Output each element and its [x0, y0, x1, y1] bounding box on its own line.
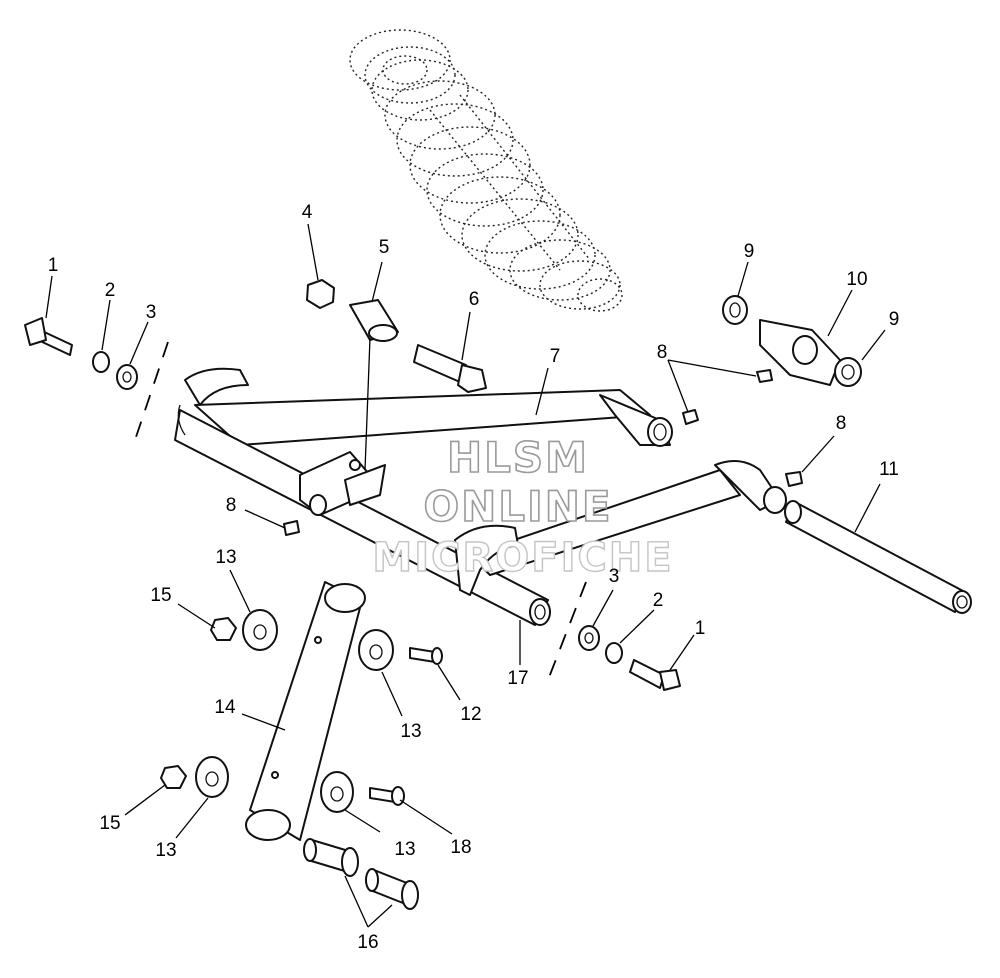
washer-13a — [242, 609, 278, 651]
link-14 — [245, 581, 366, 841]
bushing-16a — [303, 838, 359, 877]
bolt-1-left — [24, 317, 73, 356]
callout-numbers: 1 2 3 4 5 6 7 8 8 8 9 9 10 11 12 13 13 1… — [48, 202, 900, 953]
nut-4 — [306, 279, 335, 309]
callout-6: 6 — [469, 289, 480, 310]
callout-8-top: 8 — [657, 342, 668, 363]
callout-15-bottom: 15 — [99, 813, 120, 834]
callout-5: 5 — [379, 237, 390, 258]
callout-14: 14 — [214, 697, 236, 718]
callout-1-right: 1 — [695, 618, 706, 639]
callout-18: 18 — [450, 837, 471, 858]
callout-11: 11 — [879, 459, 899, 480]
callout-1-left: 1 — [48, 255, 59, 276]
axle-tube-11 — [784, 500, 972, 614]
callout-17: 17 — [507, 668, 528, 689]
watermark-line2: ONLINE — [423, 482, 612, 531]
loop-handle — [454, 524, 519, 596]
callout-3-right: 3 — [609, 566, 620, 587]
callout-2-left: 2 — [105, 280, 116, 301]
callout-12: 12 — [460, 704, 481, 725]
bolt-1-right — [629, 659, 681, 691]
callout-13-bottom-right: 13 — [394, 839, 415, 860]
lower-arm — [469, 460, 787, 576]
washer-13b — [358, 629, 394, 671]
callout-8-right: 8 — [836, 413, 847, 434]
callout-13-top: 13 — [215, 547, 236, 568]
pivot-bracket — [299, 451, 386, 516]
washer-2-left — [92, 351, 110, 373]
callout-4: 4 — [302, 202, 313, 223]
bushing-5 — [349, 299, 399, 342]
washer-3-left — [116, 364, 138, 390]
flange-nut-15a — [210, 617, 237, 641]
pivot-block-10 — [759, 319, 841, 386]
callout-13-bottom-left: 13 — [155, 840, 176, 861]
bolt-6 — [413, 344, 487, 393]
washer-9a — [722, 295, 748, 325]
bushing-16b — [365, 868, 419, 910]
watermark-line3: MICROFICHE — [372, 535, 673, 581]
pin-12 — [409, 647, 443, 665]
washer-2-right — [605, 642, 623, 664]
callout-10: 10 — [846, 269, 867, 290]
washer-13d — [320, 771, 354, 813]
grease-fitting-8b — [756, 369, 773, 383]
callout-15-top: 15 — [150, 585, 171, 606]
grease-fitting-8a — [682, 409, 699, 425]
cross-shaft-17 — [174, 367, 551, 626]
callout-9-top: 9 — [744, 241, 755, 262]
washer-9b — [834, 357, 862, 387]
flange-nut-15b — [160, 765, 187, 789]
callout-8-left: 8 — [226, 495, 237, 516]
callout-13-mid: 13 — [400, 721, 421, 742]
callout-16: 16 — [357, 932, 378, 953]
washer-13c — [195, 756, 229, 798]
leader-lines — [45, 223, 886, 928]
watermark: HLSM ONLINE MICROFICHE — [372, 432, 673, 582]
callout-3-left: 3 — [146, 302, 157, 323]
grease-fitting-8c — [785, 471, 803, 487]
shock-spring-ghost — [349, 29, 623, 312]
rail-arm-7 — [194, 389, 673, 447]
grease-fitting-8d — [283, 520, 300, 536]
watermark-line1: HLSM — [447, 433, 589, 482]
callout-7: 7 — [550, 346, 561, 367]
pin-18 — [369, 786, 405, 806]
callout-2-right: 2 — [653, 590, 664, 611]
callout-9-right: 9 — [889, 309, 900, 330]
washer-3-right — [578, 625, 600, 651]
